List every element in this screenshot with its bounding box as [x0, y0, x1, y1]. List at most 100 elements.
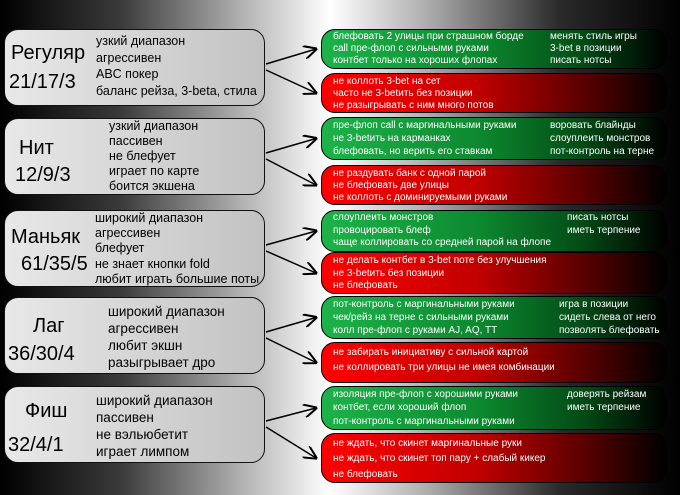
player-type-name: Фиш	[25, 400, 68, 422]
player-type-stats: 32/4/1	[8, 434, 64, 456]
recommended-extra: игра в позиции	[559, 299, 629, 310]
arrow-to-recommended	[265, 318, 316, 333]
recommended-action: контбет только на хороших флопах	[333, 55, 498, 66]
trait-item: пассивен	[109, 134, 163, 148]
trait-item: играет по карте	[109, 164, 200, 178]
avoid-actions-box: не ждать, что скинет маргинальные руки не…	[321, 433, 667, 483]
recommended-extra: воровать блайнды	[550, 120, 636, 131]
recommended-actions-list: пот-контроль с маргинальными руками чек/р…	[333, 298, 515, 337]
avoid-action: не блефовать две улицы	[333, 180, 449, 191]
player-type-name: Лаг	[33, 315, 65, 337]
recommended-action: не 3-betить на карманках	[333, 133, 451, 144]
avoid-action: не раздувать банк с одной парой	[333, 168, 487, 179]
recommended-actions-list: пре-флоп call с маргинальными руками не 3…	[333, 119, 517, 158]
player-type-box: Фиш 32/4/1 широкий диапазон пассивен не вэль…	[4, 386, 265, 463]
recommended-action: провоцировать блеф	[333, 224, 431, 236]
avoid-action: не разыгрывать с ним много потов	[333, 100, 494, 111]
trait-item: не блефует	[109, 149, 176, 163]
arrow-to-avoid	[265, 337, 316, 363]
recommended-extra: доверять рейзам	[567, 389, 647, 400]
trait-item: пассивен	[96, 410, 154, 425]
trait-item: не знает кнопки fold	[95, 256, 210, 271]
recommended-extra: менять стиль игры	[550, 31, 637, 42]
trait-item: широкий диапазон	[96, 393, 213, 408]
trait-item: агрессивен	[108, 321, 179, 336]
trait-item: боится экшена	[109, 179, 195, 193]
recommended-action: колл пре-флоп с руками AJ, AQ, TT	[333, 325, 498, 336]
player-type-stats: 21/17/3	[9, 71, 76, 93]
recommended-action: слоуплеить монстров	[333, 212, 434, 223]
arrow-to-recommended	[265, 49, 316, 65]
recommended-action: контбет, если хороший флоп	[333, 402, 467, 414]
trait-item: широкий диапазон	[95, 211, 204, 225]
recommended-extra: 3-bet в позиции	[550, 43, 622, 54]
trait-item: баланс рейза, 3-beta, стила	[96, 83, 257, 98]
recommended-action: пре-флоп call с маргинальными руками	[333, 120, 517, 131]
recommended-actions-box: пот-контроль с маргинальными руками чек/р…	[321, 296, 667, 339]
recommended-extra: иметь терпение	[567, 402, 641, 414]
avoid-action: не коллоть с доминируемыми руками	[333, 192, 508, 203]
recommended-extra: позволять блефовать	[559, 325, 660, 336]
avoid-action: не ждать, что скинет маргинальные руки	[333, 438, 522, 449]
avoid-action: не забирать инициативу с сильной картой	[333, 347, 529, 358]
player-type-stats: 61/35/5	[21, 253, 88, 275]
trait-item: ABC покер	[96, 67, 159, 81]
recommended-action: call пре-флоп с сильными руками	[333, 43, 489, 54]
recommended-actions-box: изоляция пре-флоп с хорошими руками контб…	[321, 386, 667, 430]
arrow-to-recommended	[265, 139, 316, 154]
recommended-action: чаще коллировать со средней парой на фло…	[333, 237, 552, 249]
trait-list: широкий диапазон пассивен не вэльюбетит игр…	[96, 392, 213, 460]
recommended-action: чек/рейз на терне с сильными руками	[333, 312, 509, 323]
player-type-name: Маньяк	[11, 226, 81, 248]
avoid-action: не блефовать	[333, 468, 398, 480]
trait-item: играет лимпом	[96, 444, 190, 459]
trait-item: широкий диапазон	[108, 304, 225, 319]
trait-item: не вэльюбетит	[96, 427, 189, 442]
trait-item: любит играть большие поты	[95, 271, 260, 286]
avoid-actions-box: не делать контбет в 3-bet поте без улучш…	[321, 252, 667, 294]
trait-item: узкий диапазон	[109, 119, 199, 133]
recommended-action: пот-контроль с маргинальными руками	[333, 299, 515, 310]
avoid-action: не ждать, что скинет топ пару + слабый к…	[333, 453, 546, 465]
recommended-extra: иметь терпение	[567, 224, 641, 236]
recommended-action: блефовать, но верить его ставкам	[333, 146, 493, 157]
trait-item: узкий диапазон	[96, 34, 186, 48]
arrow-to-avoid	[265, 426, 316, 458]
recommended-extra: слоуплеить монстров	[550, 133, 651, 144]
player-type-stats: 36/30/4	[8, 343, 75, 365]
avoid-action: не блефовать	[333, 280, 398, 292]
arrow-to-recommended	[265, 231, 316, 246]
avoid-action: не коллоть 3-bet на сет	[333, 76, 441, 87]
recommended-extras-list: доверять рейзам иметь терпение	[567, 388, 646, 415]
recommended-actions-list: изоляция пре-флоп с хорошими руками контб…	[333, 388, 518, 428]
player-type-name: Регуляр	[11, 42, 86, 64]
arrow-to-avoid	[265, 69, 316, 93]
recommended-action: пот-контроль с маргинальными руками	[333, 415, 515, 427]
recommended-extra: пот-контроль на терне	[550, 146, 655, 157]
avoid-action: часто не 3-betить без позиции	[333, 88, 473, 99]
avoid-action: не делать контбет в 3-bet поте без улучш…	[333, 255, 547, 266]
recommended-action: изоляция пре-флоп с хорошими руками	[333, 389, 518, 400]
